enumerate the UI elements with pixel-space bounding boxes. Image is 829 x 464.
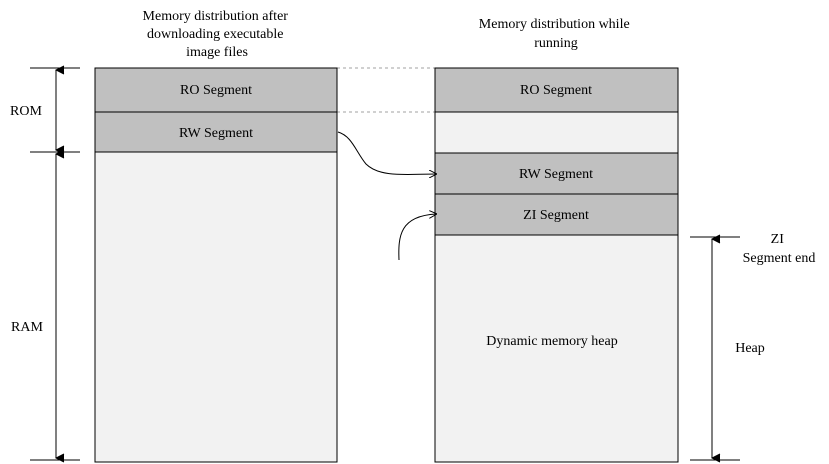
right-rw-segment-label: RW Segment — [519, 167, 593, 182]
right-empty-area — [434, 111, 679, 154]
left-ro-segment-label: RO Segment — [180, 83, 252, 98]
left-rw-segment-label: RW Segment — [179, 126, 253, 141]
right-zi-segment-label: ZI Segment — [523, 208, 589, 223]
heap-label: Heap — [735, 341, 765, 356]
ram-label: RAM — [11, 320, 43, 335]
right-ro-segment-label: RO Segment — [520, 83, 592, 98]
zi-init-arrow — [398, 214, 436, 261]
right-column-title: Memory distribution while running — [479, 17, 633, 51]
right-ro-segment — [434, 67, 679, 113]
rom-label: ROM — [10, 104, 42, 119]
left-ro-segment — [94, 67, 338, 113]
left-column-title: Memory distribution after downloading ex… — [143, 9, 292, 60]
left-rw-segment — [94, 111, 338, 153]
zi-segment-end-label: ZI Segment end — [743, 232, 816, 266]
heap-body-label: Dynamic memory heap — [486, 334, 617, 349]
rw-copy-arrow — [337, 131, 436, 175]
right-heap-area — [434, 234, 679, 463]
left-ram-area — [94, 151, 338, 463]
